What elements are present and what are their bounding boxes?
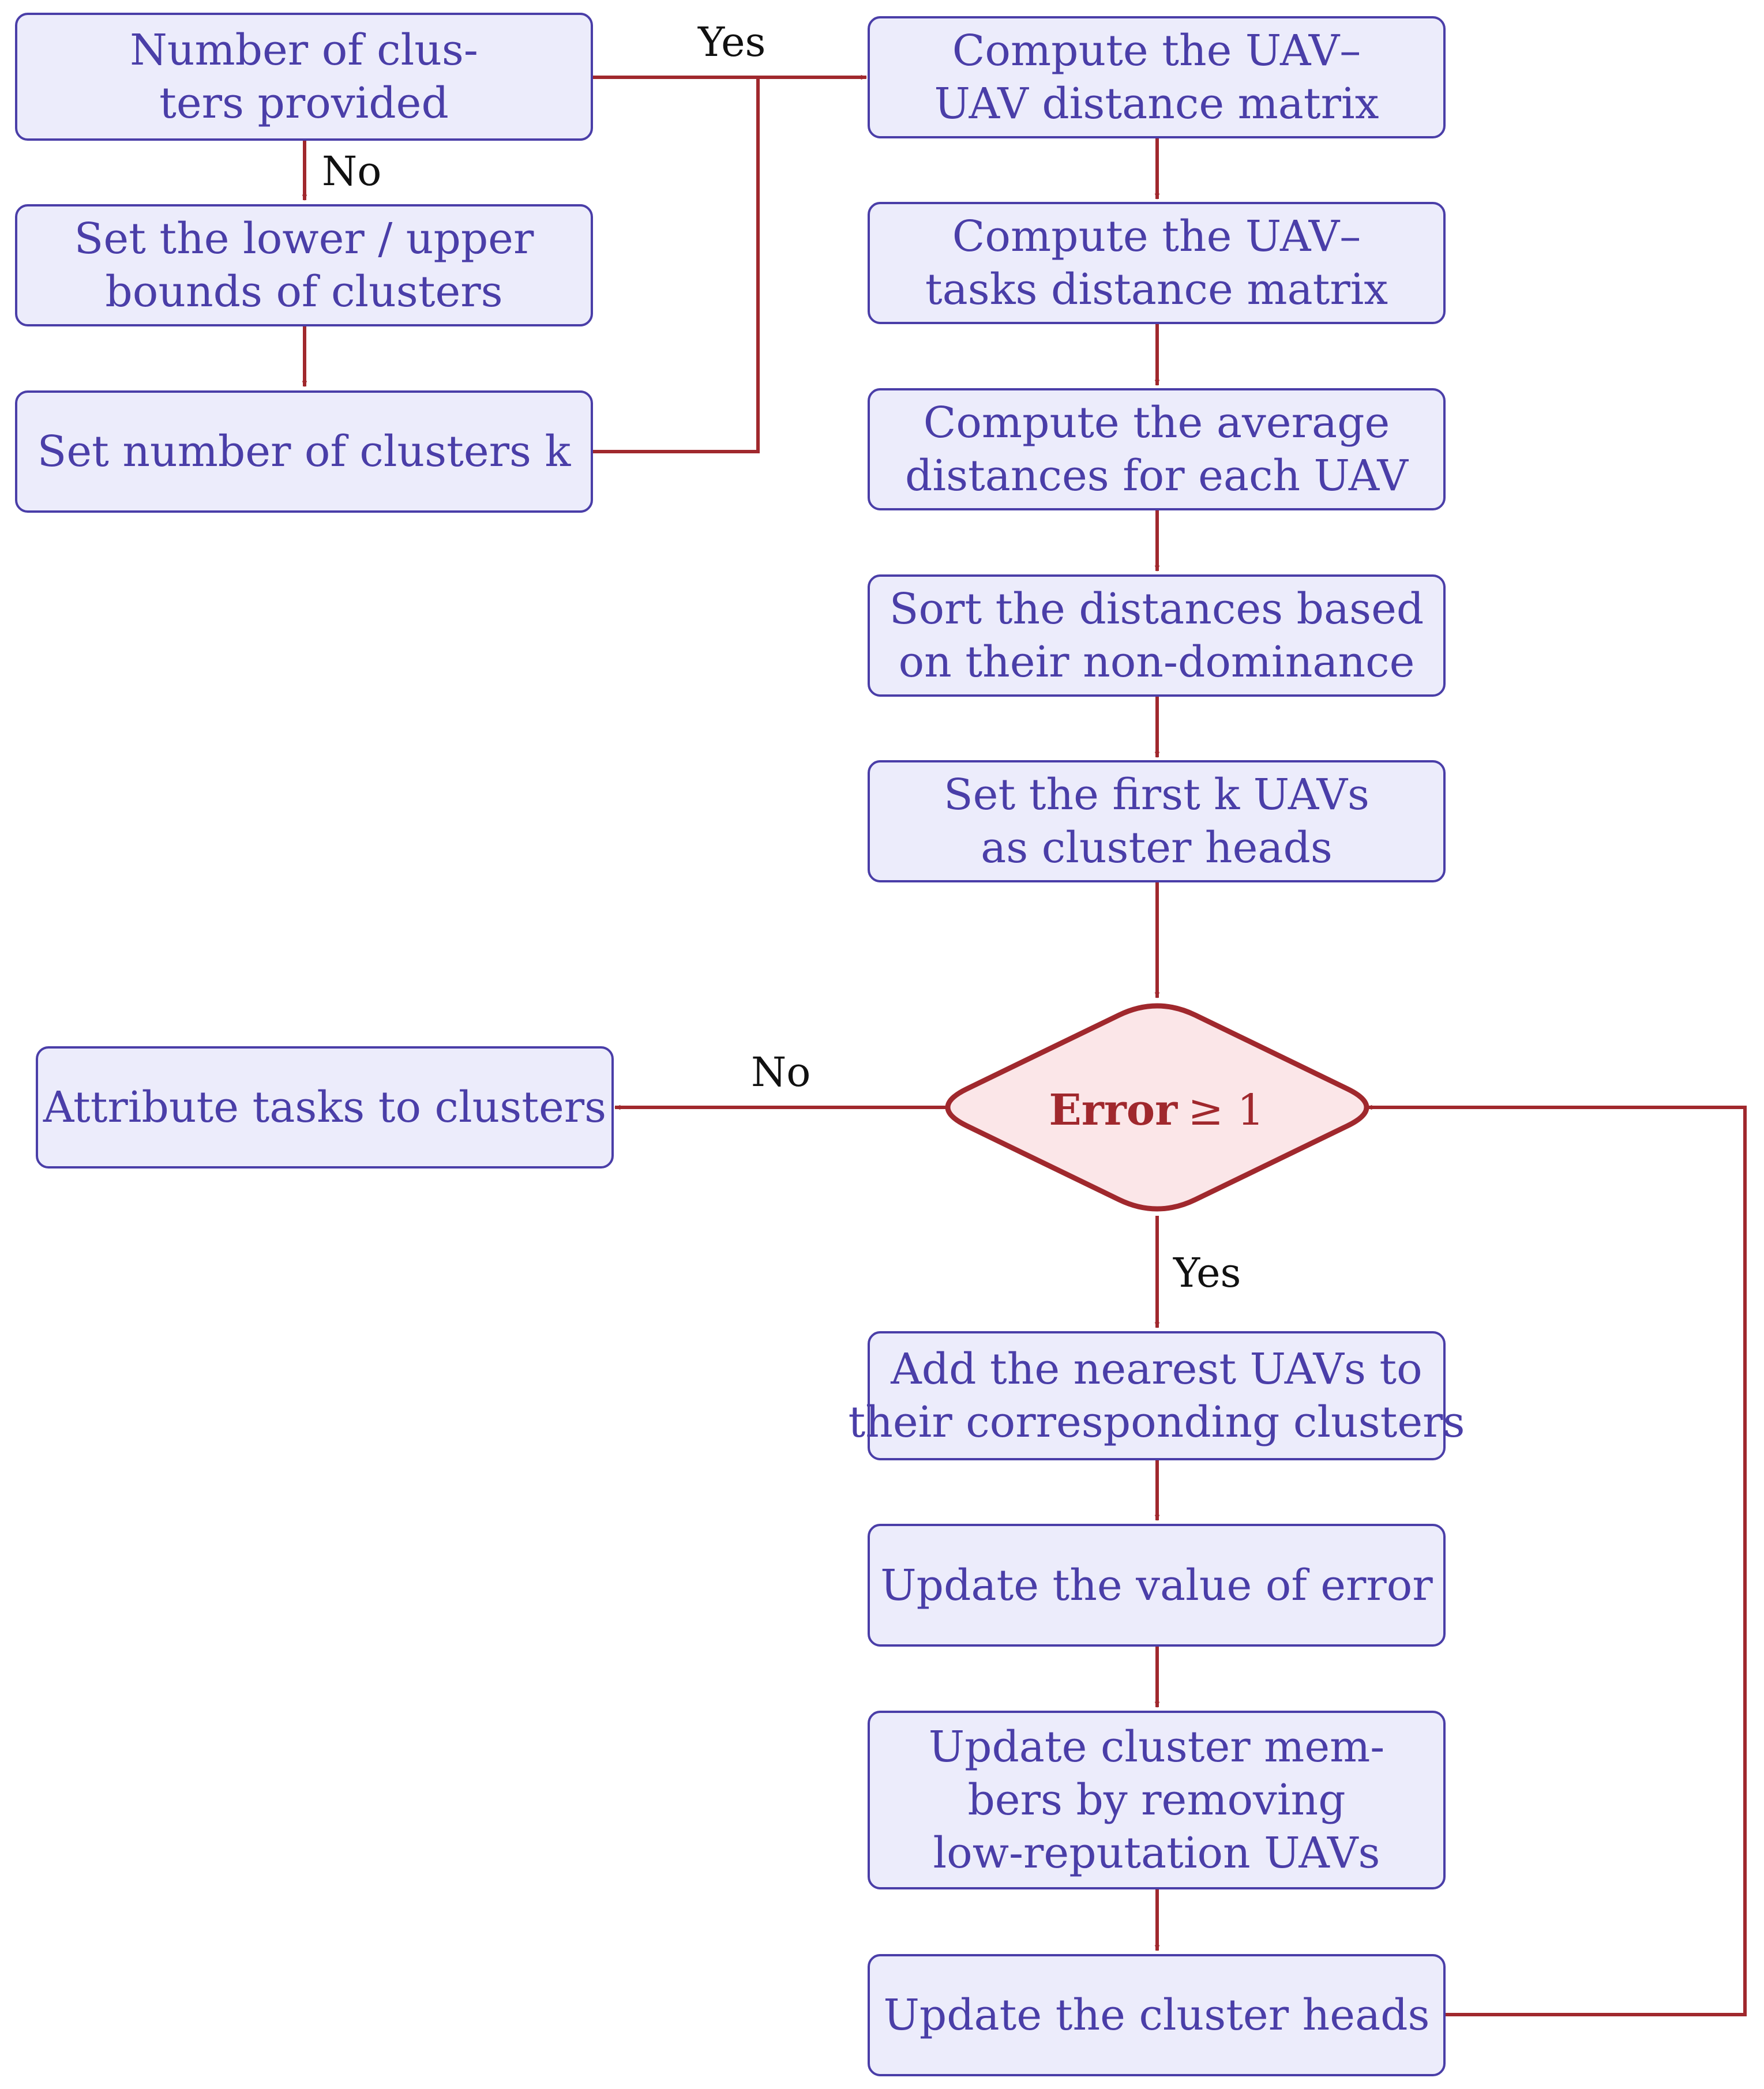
node-text-line: UAV distance matrix bbox=[934, 79, 1379, 129]
node-text-line: Set the first k UAVs bbox=[943, 770, 1370, 820]
node-update-members: Update cluster mem- bers by removing low… bbox=[868, 1711, 1446, 1889]
node-set-bounds: Set the lower / upper bounds of clusters bbox=[15, 204, 593, 326]
edge-label-yes-top: Yes bbox=[698, 18, 766, 66]
node-text-line: Add the nearest UAVs to bbox=[891, 1344, 1423, 1394]
node-text-line: Compute the UAV– bbox=[952, 26, 1361, 76]
edge-label-yes-decision: Yes bbox=[1173, 1249, 1241, 1297]
node-text-line: Compute the average bbox=[923, 398, 1390, 448]
node-text-line: Update the cluster heads bbox=[883, 1990, 1430, 2040]
node-text-line: Set number of clusters k bbox=[37, 427, 571, 476]
edge-label-no-decision: No bbox=[751, 1049, 811, 1096]
node-clusters-provided: Number of clus- ters provided bbox=[15, 13, 593, 141]
node-first-k-heads: Set the first k UAVs as cluster heads bbox=[868, 760, 1446, 882]
node-text-line: bounds of clusters bbox=[105, 267, 503, 317]
node-text-line: on their non-dominance bbox=[898, 637, 1415, 687]
line-setk-merge bbox=[593, 77, 760, 453]
node-text-line: ters provided bbox=[159, 78, 449, 128]
node-attribute-tasks: Attribute tasks to clusters bbox=[36, 1046, 614, 1169]
decision-label: Error≥ 1 bbox=[963, 1079, 1350, 1142]
node-text-line: low-reputation UAVs bbox=[933, 1828, 1380, 1878]
node-text-line: tasks distance matrix bbox=[925, 265, 1388, 314]
node-uav-tasks-matrix: Compute the UAV– tasks distance matrix bbox=[868, 202, 1446, 324]
node-text-line: Number of clus- bbox=[130, 25, 478, 75]
decision-label-bold: Error bbox=[1049, 1085, 1178, 1135]
node-text-line: Sort the distances based bbox=[889, 584, 1424, 634]
node-update-error: Update the value of error bbox=[868, 1524, 1446, 1647]
edge-label-no-left: No bbox=[322, 148, 382, 195]
node-text-line: their corresponding clusters bbox=[848, 1397, 1465, 1447]
node-text-line: as cluster heads bbox=[981, 823, 1333, 873]
node-uav-uav-matrix: Compute the UAV– UAV distance matrix bbox=[868, 16, 1446, 138]
node-text-line: Compute the UAV– bbox=[952, 212, 1361, 261]
node-update-heads: Update the cluster heads bbox=[868, 1954, 1446, 2076]
node-text-line: Update the value of error bbox=[880, 1560, 1433, 1610]
node-text-line: distances for each UAV bbox=[905, 451, 1408, 501]
decision-diamond bbox=[945, 1003, 1369, 1212]
node-text-line: bers by removing bbox=[967, 1775, 1346, 1825]
decision-label-condition: ≥ 1 bbox=[1188, 1085, 1264, 1135]
node-sort-distances: Sort the distances based on their non-do… bbox=[868, 574, 1446, 697]
node-text-line: Set the lower / upper bbox=[74, 214, 534, 264]
node-text-line: Attribute tasks to clusters bbox=[43, 1083, 607, 1132]
node-add-nearest: Add the nearest UAVs to their correspond… bbox=[848, 1331, 1465, 1460]
node-set-k: Set number of clusters k bbox=[15, 390, 593, 513]
node-average-distances: Compute the average distances for each U… bbox=[868, 388, 1446, 510]
arrow-heads-loop-to-decision bbox=[1365, 1104, 1747, 2016]
node-text-line: Update cluster mem- bbox=[928, 1722, 1385, 1772]
